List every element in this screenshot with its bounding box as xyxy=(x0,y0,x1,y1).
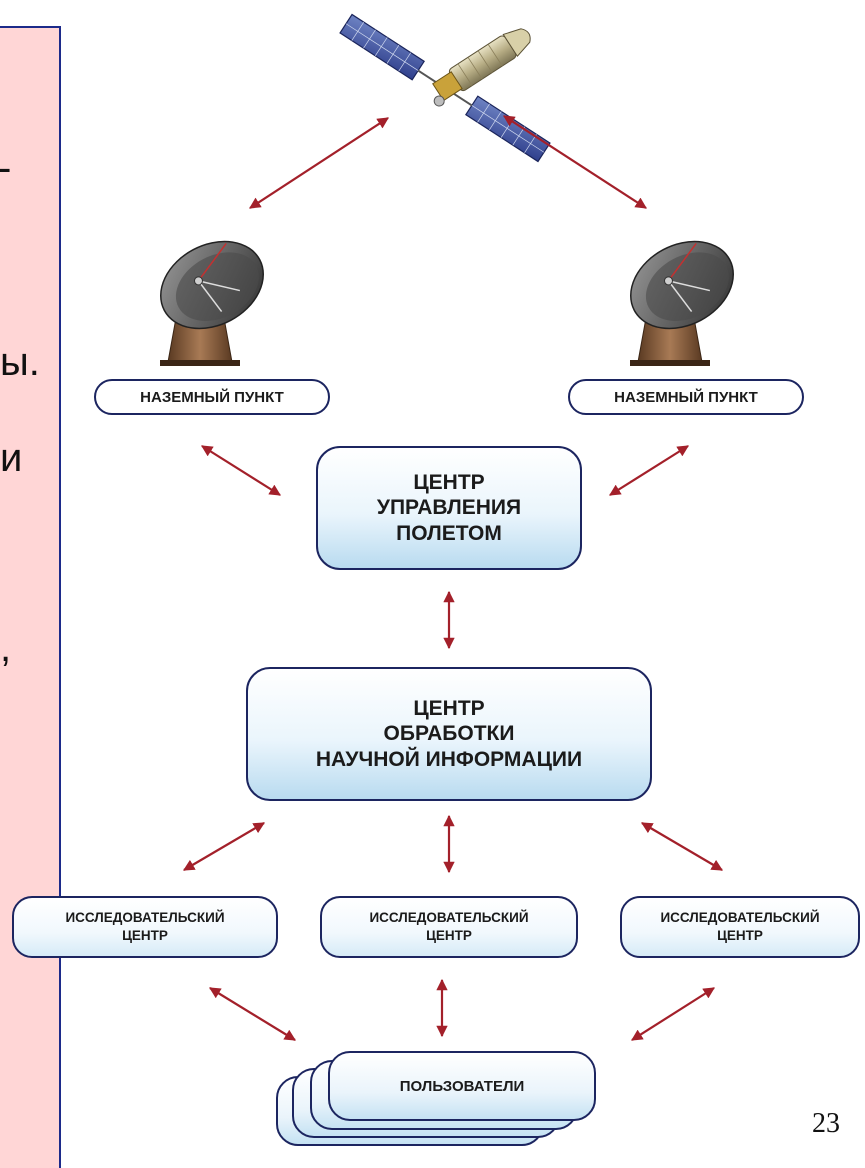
research-center-middle-line1: ИССЛЕДОВАТЕЛЬСКИЙ xyxy=(369,910,529,926)
satellite-icon xyxy=(339,13,551,163)
arrow-right-station-mission-control xyxy=(609,445,689,496)
arrow-science-center-research-left xyxy=(183,822,265,871)
ground-station-right-label: НАЗЕМНЫЙ ПУНКТ xyxy=(568,379,804,415)
research-center-left-line1: ИССЛЕДОВАТЕЛЬСКИЙ xyxy=(65,910,225,926)
side-fragment-1: - xyxy=(0,148,11,188)
arrow-research-right-users xyxy=(631,987,715,1041)
research-center-right: ИССЛЕДОВАТЕЛЬСКИЙ ЦЕНТР xyxy=(620,896,860,958)
science-center-box: ЦЕНТР ОБРАБОТКИ НАУЧНОЙ ИНФОРМАЦИИ xyxy=(246,667,652,801)
page-number: 23 xyxy=(812,1108,840,1139)
research-center-left-line2: ЦЕНТР xyxy=(122,928,168,943)
arrow-science-center-research-right xyxy=(641,822,723,871)
antenna-right-icon xyxy=(630,240,734,366)
side-fragment-4: , xyxy=(0,626,12,670)
antenna-left-icon xyxy=(160,240,264,366)
arrow-research-left-users xyxy=(209,987,296,1041)
users-box: ПОЛЬЗОВАТЕЛИ xyxy=(328,1051,596,1121)
research-center-middle: ИССЛЕДОВАТЕЛЬСКИЙ ЦЕНТР xyxy=(320,896,578,958)
research-center-middle-line2: ЦЕНТР xyxy=(426,928,472,943)
ground-station-left-label: НАЗЕМНЫЙ ПУНКТ xyxy=(94,379,330,415)
side-fragment-3: и xyxy=(0,436,23,480)
research-center-right-line2: ЦЕНТР xyxy=(717,928,763,943)
side-fragment-2: ы. xyxy=(0,340,40,384)
research-center-left: ИССЛЕДОВАТЕЛЬСКИЙ ЦЕНТР xyxy=(12,896,278,958)
mission-control-box: ЦЕНТР УПРАВЛЕНИЯ ПОЛЕТОМ xyxy=(316,446,582,570)
diagram-graphics xyxy=(160,13,734,1041)
arrow-satellite-right-station xyxy=(503,115,647,209)
side-text-panel xyxy=(0,26,61,1168)
diagram-canvas: - ы. и , xyxy=(0,13,860,1168)
research-center-right-line1: ИССЛЕДОВАТЕЛЬСКИЙ xyxy=(660,910,820,926)
arrow-satellite-left-station xyxy=(249,117,389,209)
arrow-left-station-mission-control xyxy=(201,445,281,496)
